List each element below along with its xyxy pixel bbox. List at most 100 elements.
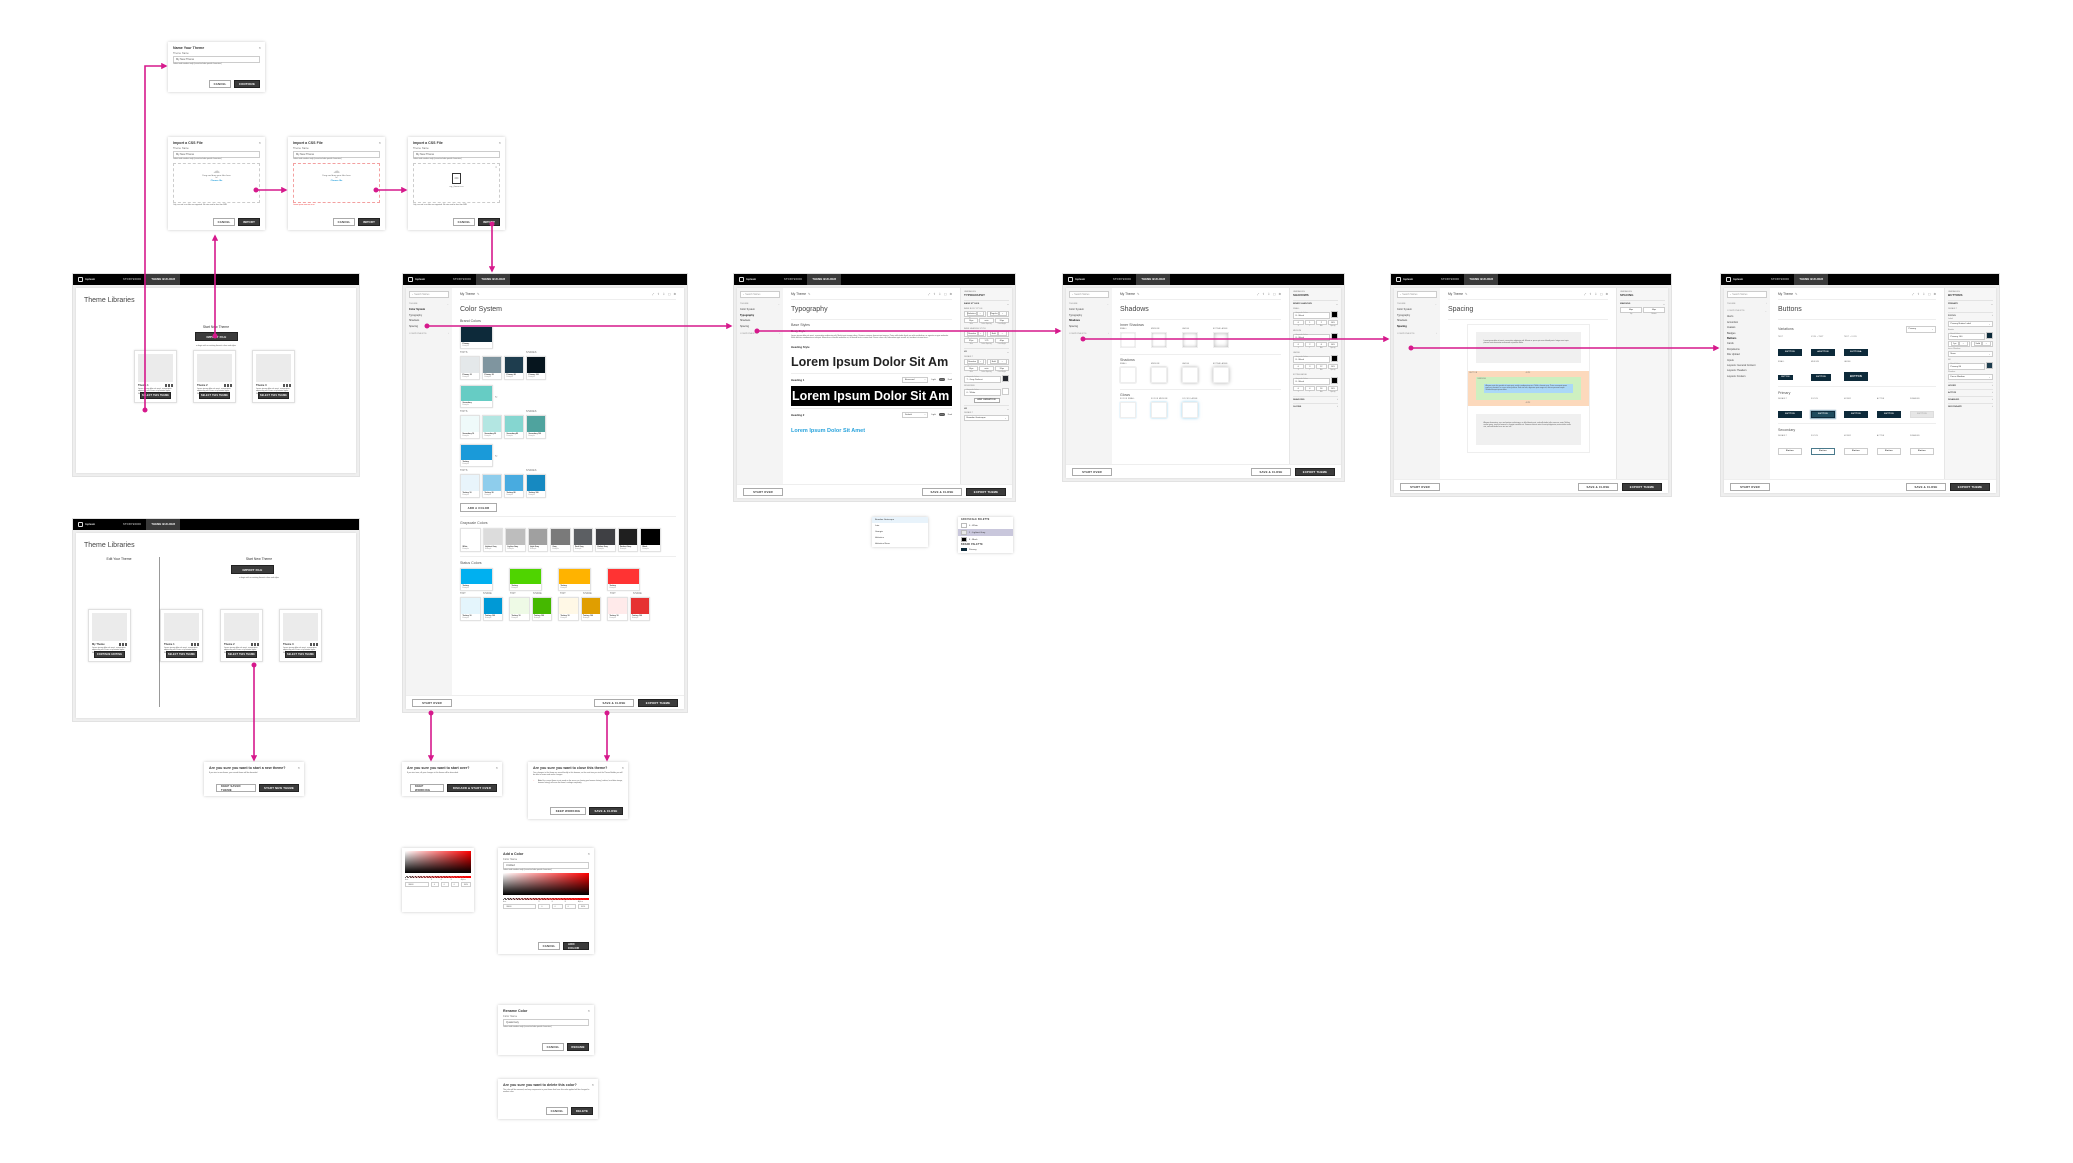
start-over-button[interactable]: START OVER bbox=[743, 488, 783, 496]
logo[interactable]: topteam bbox=[1063, 277, 1108, 282]
name-input[interactable]: My New Theme bbox=[173, 151, 260, 158]
shadow-sample[interactable]: SMALL bbox=[1120, 363, 1136, 383]
settings-icon[interactable]: ⚙ bbox=[1933, 291, 1936, 296]
sidebar-item-spacing[interactable]: Spacing bbox=[740, 324, 750, 328]
shadow-sample[interactable]: EXTRA LARGE bbox=[1213, 328, 1229, 348]
variant-select[interactable]: Default⌄ bbox=[902, 411, 929, 418]
expand-icon[interactable]: ⤢ bbox=[927, 291, 931, 296]
panel-section-header[interactable]: INNER SHADOWS⌄ bbox=[1293, 300, 1338, 306]
save-close-button[interactable]: SAVE & CLOSE bbox=[1906, 483, 1946, 491]
number-input[interactable]: 2 bbox=[1304, 341, 1315, 347]
expand-icon[interactable]: ⤢ bbox=[651, 291, 655, 296]
sidebar-section-theme[interactable]: THEME⌄ bbox=[1069, 303, 1109, 306]
edit-name-icon[interactable]: ✎ bbox=[1137, 291, 1140, 296]
sidebar-item-component[interactable]: Buttons bbox=[1727, 336, 1737, 340]
panel-section-header[interactable]: ACTIVE› bbox=[1948, 389, 1993, 394]
confirm-button[interactable]: IMPORT bbox=[238, 218, 260, 226]
tab-theme-builder[interactable]: THEME BUILDER bbox=[146, 519, 181, 530]
number-input[interactable]: 0 bbox=[1293, 341, 1304, 347]
palette-option[interactable]: Primary bbox=[958, 547, 1013, 552]
sidebar-item-component[interactable]: Layouts: Footers bbox=[1727, 374, 1746, 378]
download-icon[interactable]: ⇩ bbox=[662, 291, 665, 296]
cancel-button[interactable]: KEEP SAVED THEME bbox=[216, 784, 256, 792]
logo[interactable]: topteam bbox=[734, 277, 779, 282]
confirm-button[interactable]: ADD COLOR bbox=[563, 942, 589, 950]
select-field[interactable]: Regular⌄ bbox=[987, 310, 1009, 317]
upload-icon[interactable]: ⇧ bbox=[1917, 291, 1920, 296]
shadow-sample[interactable]: LARGE bbox=[1182, 328, 1198, 348]
sample-button-secondary[interactable]: Button bbox=[1877, 447, 1901, 455]
theme-toggle[interactable] bbox=[938, 413, 945, 417]
cancel-button[interactable]: CANCEL bbox=[453, 218, 475, 226]
confirm-button[interactable]: SAVE & CLOSE bbox=[589, 807, 623, 815]
palette-option[interactable]: 1 - Lightest Gray bbox=[958, 529, 1013, 536]
close-icon[interactable]: × bbox=[498, 140, 501, 145]
color-swatch[interactable] bbox=[1002, 375, 1009, 382]
tab-theme-builder[interactable]: THEME BUILDER bbox=[146, 274, 181, 285]
palette-option[interactable]: 8 - Black bbox=[958, 536, 1013, 543]
sample-button-secondary[interactable]: Button bbox=[1844, 447, 1868, 455]
settings-icon[interactable]: ⚙ bbox=[673, 291, 676, 296]
palette-option[interactable]: 0 - White bbox=[958, 522, 1013, 529]
start-over-button[interactable]: START OVER bbox=[1400, 483, 1440, 491]
select-theme-button[interactable]: SELECT THIS THEME bbox=[258, 392, 289, 399]
download-icon[interactable]: ⇩ bbox=[938, 291, 941, 296]
select-field[interactable]: Brandon Grotesque⌄ bbox=[964, 358, 986, 368]
sidebar-section-components[interactable]: COMPONENTS⌄ bbox=[1727, 310, 1767, 313]
sidebar-item-color-system[interactable]: Color System bbox=[1397, 308, 1413, 312]
select-theme-button[interactable]: SELECT THIS THEME bbox=[166, 651, 197, 658]
select-field[interactable]: Focus Medium⌄ bbox=[1948, 374, 1993, 380]
sidebar-item-shadows[interactable]: Shadows bbox=[1397, 319, 1408, 323]
close-icon[interactable]: × bbox=[258, 45, 261, 50]
search-input[interactable]: ⌕Search Stories bbox=[1069, 291, 1109, 298]
select-theme-button[interactable]: CONTINUE EDITING bbox=[94, 651, 125, 658]
number-input[interactable]: 40px bbox=[1643, 307, 1665, 313]
sidebar-item-spacing[interactable]: Spacing bbox=[409, 324, 419, 328]
refresh-icon[interactable]: ↻ bbox=[495, 454, 498, 458]
color-input[interactable]: 0 bbox=[450, 882, 459, 887]
logo[interactable]: topteam bbox=[1391, 277, 1436, 282]
cancel-button[interactable]: CANCEL bbox=[538, 942, 560, 950]
edit-name-icon[interactable]: ✎ bbox=[1795, 291, 1798, 296]
tab-theme-builder[interactable]: THEME BUILDER bbox=[1794, 274, 1829, 285]
copy-icon[interactable]: ▢ bbox=[667, 291, 671, 296]
sidebar-item-typography[interactable]: Typography bbox=[409, 313, 423, 317]
number-input[interactable]: 4 bbox=[1304, 385, 1315, 391]
sample-button[interactable]: BUTTON bbox=[1910, 410, 1934, 418]
color-input[interactable]: 100% bbox=[577, 904, 589, 910]
copy-icon[interactable]: ▢ bbox=[1927, 291, 1931, 296]
sidebar-section-theme[interactable]: THEME› bbox=[1727, 303, 1767, 305]
number-input[interactable]: 1.25 bbox=[979, 337, 994, 343]
dropdown-option[interactable]: Georgia bbox=[875, 531, 883, 533]
panel-section-header[interactable]: HOVER› bbox=[1948, 382, 1993, 387]
tab-storybook[interactable]: STORYBOOK bbox=[1771, 278, 1790, 281]
sidebar-item-shadows[interactable]: Shadows bbox=[409, 319, 420, 323]
color-input[interactable]: 0 bbox=[538, 904, 550, 910]
logo[interactable]: topteam bbox=[73, 522, 118, 527]
sidebar-section-theme[interactable]: THEME⌄ bbox=[1397, 303, 1437, 306]
number-input[interactable]: 10% bbox=[1327, 385, 1338, 391]
color-swatch[interactable] bbox=[1002, 387, 1009, 395]
add-variation-button[interactable]: ADD VARIATION bbox=[973, 397, 1000, 403]
export-theme-button[interactable]: EXPORT THEME bbox=[1950, 483, 1990, 491]
